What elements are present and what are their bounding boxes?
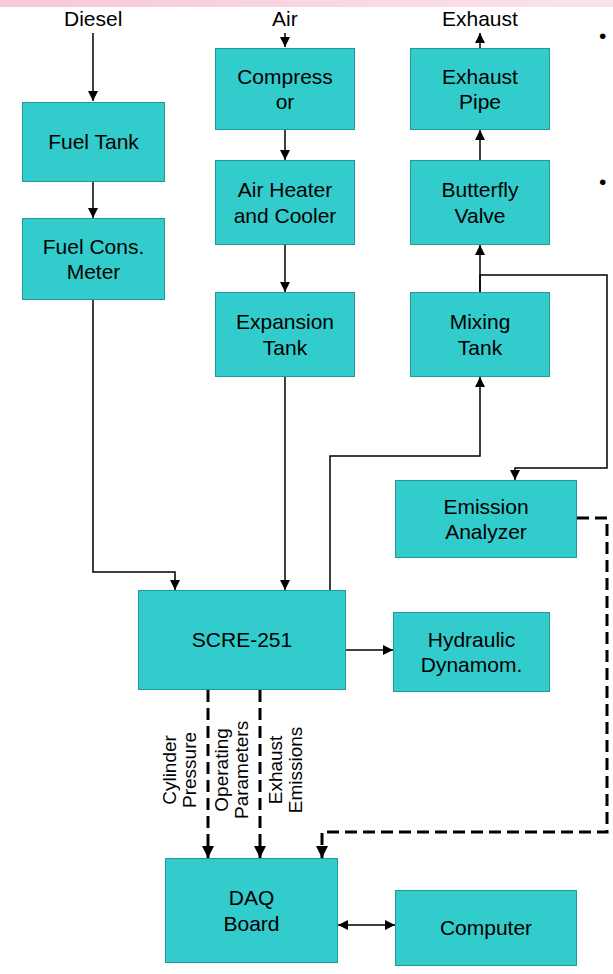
flow-label: • [599, 24, 606, 48]
signal-label: Cylinder Pressure [160, 714, 200, 826]
inlet-arrow [92, 33, 94, 101]
flow-connector [93, 300, 175, 590]
process-box: Exhaust Pipe [410, 48, 550, 130]
flow-connector [284, 130, 286, 160]
process-box: Expansion Tank [215, 292, 355, 377]
process-box: DAQ Board [165, 858, 338, 963]
flow-label: Exhaust [442, 7, 518, 31]
process-box: Compress or [215, 48, 355, 130]
box-label: SCRE-251 [192, 627, 292, 652]
box-label: DAQ Board [212, 885, 292, 935]
flow-label: Diesel [64, 7, 122, 31]
process-box: Computer [395, 890, 577, 966]
signal-label: Exhaust Emissions [266, 714, 306, 826]
signal-label: Operating Parameters [212, 714, 252, 826]
box-label: Expansion Tank [222, 309, 348, 359]
flow-connector [284, 377, 286, 590]
box-label: Fuel Cons. Meter [29, 234, 158, 284]
signal-line [207, 690, 210, 858]
flow-connector [479, 130, 481, 160]
box-label: Mixing Tank [425, 309, 535, 359]
process-box: Fuel Tank [22, 102, 165, 182]
process-box: Fuel Cons. Meter [22, 218, 165, 300]
signal-line [259, 690, 262, 858]
process-box: Butterfly Valve [410, 160, 550, 245]
slide-band [0, 0, 613, 7]
inlet-arrow [284, 33, 286, 47]
flow-connector [346, 649, 393, 651]
process-box: Air Heater and Cooler [215, 160, 355, 245]
box-label: Exhaust Pipe [425, 64, 535, 114]
box-label: Butterfly Valve [417, 177, 543, 227]
flow-connector [284, 245, 286, 292]
signal-line [322, 518, 607, 858]
box-label: Emission Analyzer [421, 494, 551, 544]
process-box: Mixing Tank [410, 292, 550, 377]
flow-connector [338, 924, 395, 926]
flow-connector [92, 182, 94, 218]
box-label: Hydraulic Dynamom. [400, 627, 543, 677]
process-box: Emission Analyzer [395, 480, 577, 558]
process-box: SCRE-251 [138, 590, 346, 690]
outlet-arrow [479, 33, 481, 48]
box-label: Compress or [233, 64, 337, 114]
box-label: Air Heater and Cooler [222, 177, 348, 227]
process-box: Hydraulic Dynamom. [393, 612, 550, 692]
flow-label: Air [272, 7, 298, 31]
box-label: Computer [440, 915, 532, 940]
box-label: Fuel Tank [48, 129, 139, 154]
flow-label: • [599, 170, 606, 194]
